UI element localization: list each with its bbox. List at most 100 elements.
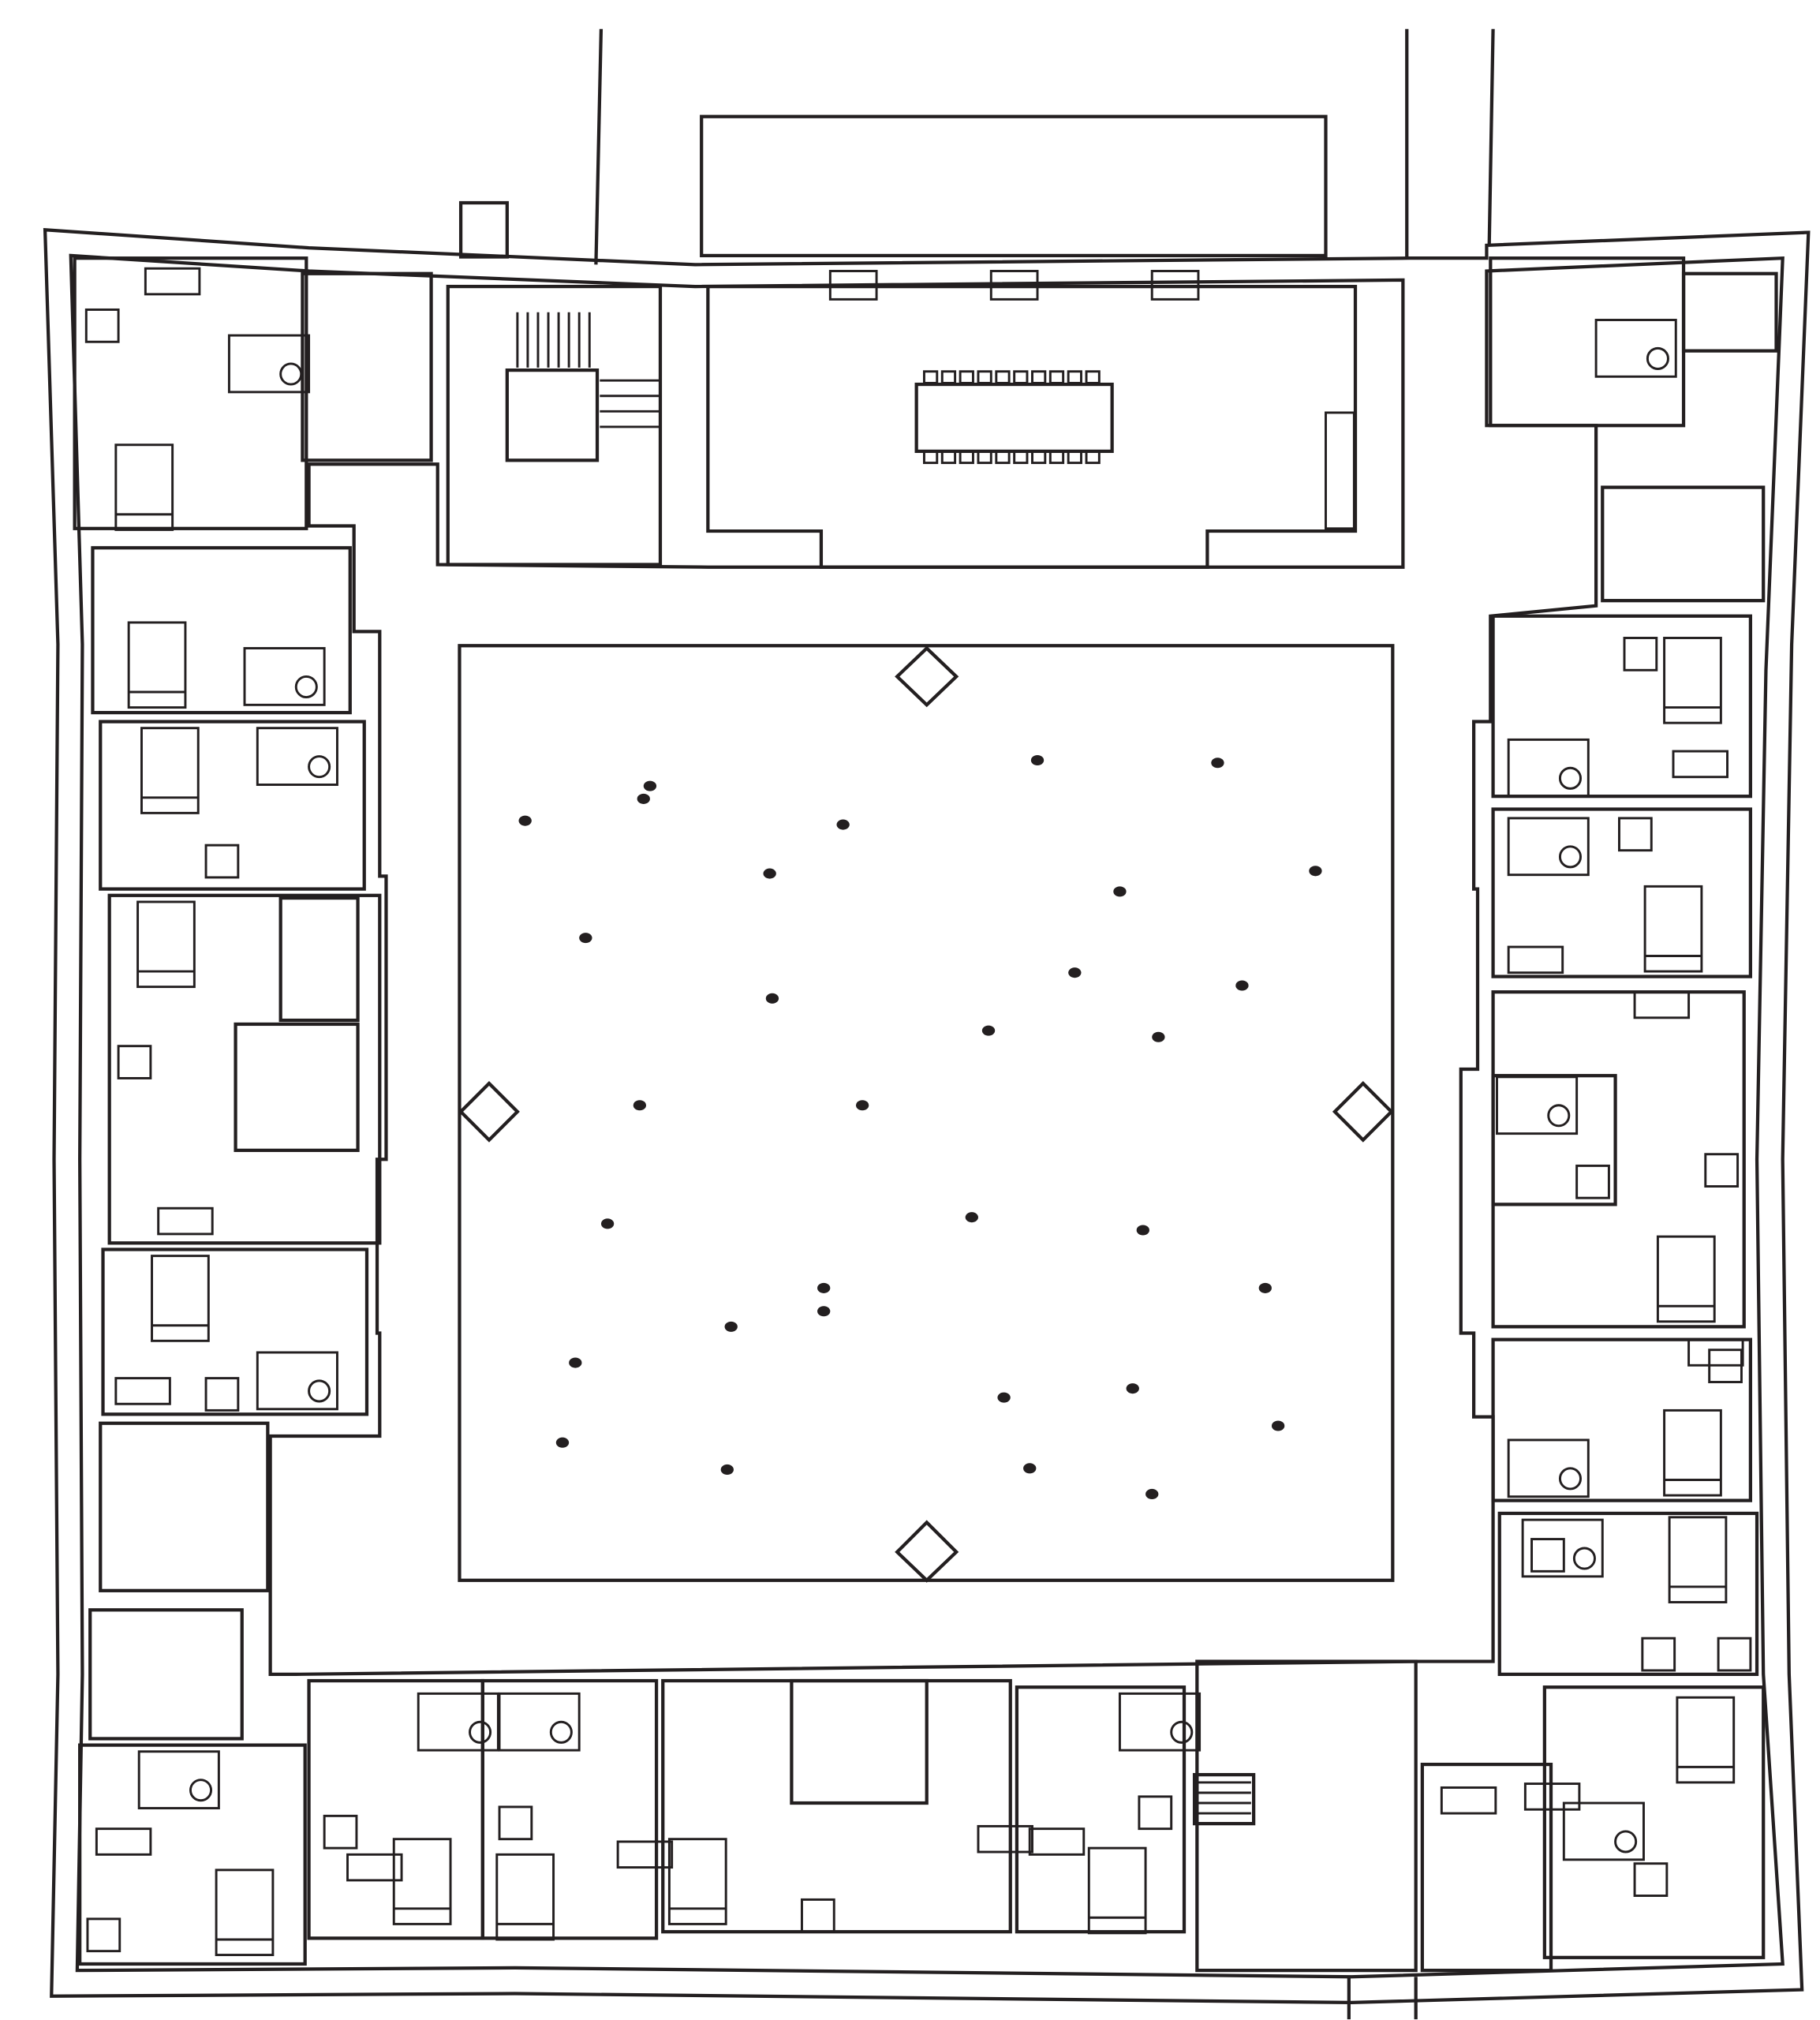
chair-icon bbox=[1717, 1637, 1752, 1672]
bed-icon bbox=[392, 1838, 452, 1925]
room-wall bbox=[99, 720, 366, 891]
stone-icon bbox=[637, 793, 650, 804]
stone-icon bbox=[1113, 886, 1127, 897]
chair-icon bbox=[1085, 370, 1101, 384]
bathroom-fixture bbox=[1507, 1438, 1590, 1498]
guest-rooms bbox=[73, 256, 1778, 1973]
room-wall bbox=[1491, 807, 1753, 978]
bathroom-fixture bbox=[1594, 319, 1677, 378]
chair-icon bbox=[1013, 450, 1029, 465]
diamond-marker-icon bbox=[895, 1520, 959, 1583]
room-wall bbox=[480, 1678, 659, 1940]
chair-icon bbox=[959, 370, 974, 384]
chair-icon bbox=[800, 1898, 835, 1933]
furniture bbox=[84, 267, 1752, 1957]
stairwell bbox=[446, 284, 1256, 1826]
stone-icon bbox=[1211, 758, 1224, 769]
bathroom-fixture bbox=[256, 727, 338, 786]
stone-icon bbox=[1068, 967, 1082, 978]
stair-core bbox=[505, 368, 600, 462]
chair-icon bbox=[117, 1045, 152, 1079]
window-bay bbox=[1150, 270, 1200, 301]
bathroom-fixture bbox=[1496, 1075, 1579, 1135]
bed-icon bbox=[114, 443, 174, 531]
room-wall bbox=[1489, 256, 1686, 428]
stone-icon bbox=[855, 1100, 869, 1111]
outer-wall bbox=[43, 228, 1811, 2005]
desk-icon bbox=[144, 267, 201, 296]
toilet-icon bbox=[1646, 346, 1669, 370]
table-chairs bbox=[922, 370, 1101, 465]
chair-icon bbox=[1623, 637, 1658, 671]
toilet-icon bbox=[189, 1779, 213, 1802]
bathroom-fixture bbox=[1507, 738, 1590, 798]
entry-wall-left bbox=[594, 28, 604, 265]
room-wall bbox=[1601, 485, 1766, 603]
bed-icon bbox=[667, 1838, 727, 1925]
diamond-marker-icon bbox=[458, 1080, 520, 1143]
desk-icon bbox=[95, 1827, 152, 1856]
stone-icon bbox=[765, 993, 779, 1004]
diamond-marker-icon bbox=[895, 645, 959, 708]
chair-icon bbox=[84, 308, 120, 343]
stone-icon bbox=[643, 780, 657, 791]
courtyard-boundary bbox=[458, 644, 1395, 1582]
desk-icon bbox=[1507, 945, 1564, 974]
toilet-icon bbox=[1614, 1830, 1638, 1854]
room-wall bbox=[107, 893, 382, 1245]
chair-icon bbox=[995, 370, 1011, 384]
bed-icon bbox=[151, 1255, 210, 1342]
chair-icon bbox=[1013, 370, 1029, 384]
bathroom-fixture bbox=[256, 1351, 338, 1411]
stone-icon bbox=[720, 1464, 734, 1475]
meeting-hall bbox=[706, 270, 1358, 569]
room-wall bbox=[88, 1608, 244, 1741]
bed-icon bbox=[1643, 885, 1703, 973]
stone-icon bbox=[763, 868, 776, 879]
chair-icon bbox=[1641, 1637, 1676, 1672]
desk-icon bbox=[114, 1377, 171, 1405]
room-wall bbox=[790, 1678, 929, 1805]
chair-icon bbox=[940, 370, 957, 384]
stair-icon bbox=[516, 312, 1251, 1815]
stone-icon bbox=[836, 819, 850, 830]
toilet-icon bbox=[1170, 1720, 1194, 1744]
stone-icon bbox=[1136, 1225, 1149, 1236]
bathroom-fixture bbox=[498, 1692, 581, 1752]
chair-icon bbox=[1048, 450, 1065, 465]
stone-icon bbox=[965, 1212, 978, 1223]
chair-icon bbox=[1138, 1795, 1173, 1831]
chair-icon bbox=[1633, 1862, 1669, 1897]
room-wall bbox=[661, 1678, 1012, 1934]
toilet-icon bbox=[1558, 766, 1583, 790]
bathroom-fixture bbox=[1118, 1692, 1201, 1752]
stone-icon bbox=[518, 815, 532, 826]
bed-icon bbox=[136, 900, 196, 989]
room-wall bbox=[1542, 1685, 1766, 1959]
chair-icon bbox=[977, 370, 992, 384]
bed-icon bbox=[495, 1853, 555, 1941]
desk-icon bbox=[1523, 1782, 1581, 1811]
desk-icon bbox=[157, 1206, 214, 1236]
toilet-icon bbox=[469, 1720, 492, 1744]
room-wall bbox=[73, 256, 308, 530]
desk-icon bbox=[1028, 1827, 1086, 1856]
chair-icon bbox=[1048, 370, 1065, 384]
chair-icon bbox=[1618, 817, 1653, 852]
bathroom-fixture bbox=[417, 1692, 499, 1752]
chair-icon bbox=[922, 370, 939, 384]
stone-icon bbox=[1258, 1282, 1272, 1293]
chair-icon bbox=[1067, 450, 1082, 465]
window-bay bbox=[828, 270, 878, 301]
room-wall bbox=[278, 896, 360, 1023]
inner-wall bbox=[69, 253, 1784, 1979]
chair-icon bbox=[940, 450, 957, 465]
chair-icon bbox=[959, 450, 974, 465]
stone-icon bbox=[633, 1100, 647, 1111]
room-wall bbox=[1195, 1659, 1418, 1973]
bathroom-fixture bbox=[137, 1750, 220, 1810]
stone-icon bbox=[1235, 980, 1249, 991]
bed-icon bbox=[1668, 1516, 1728, 1603]
chair-icon bbox=[1067, 370, 1082, 384]
